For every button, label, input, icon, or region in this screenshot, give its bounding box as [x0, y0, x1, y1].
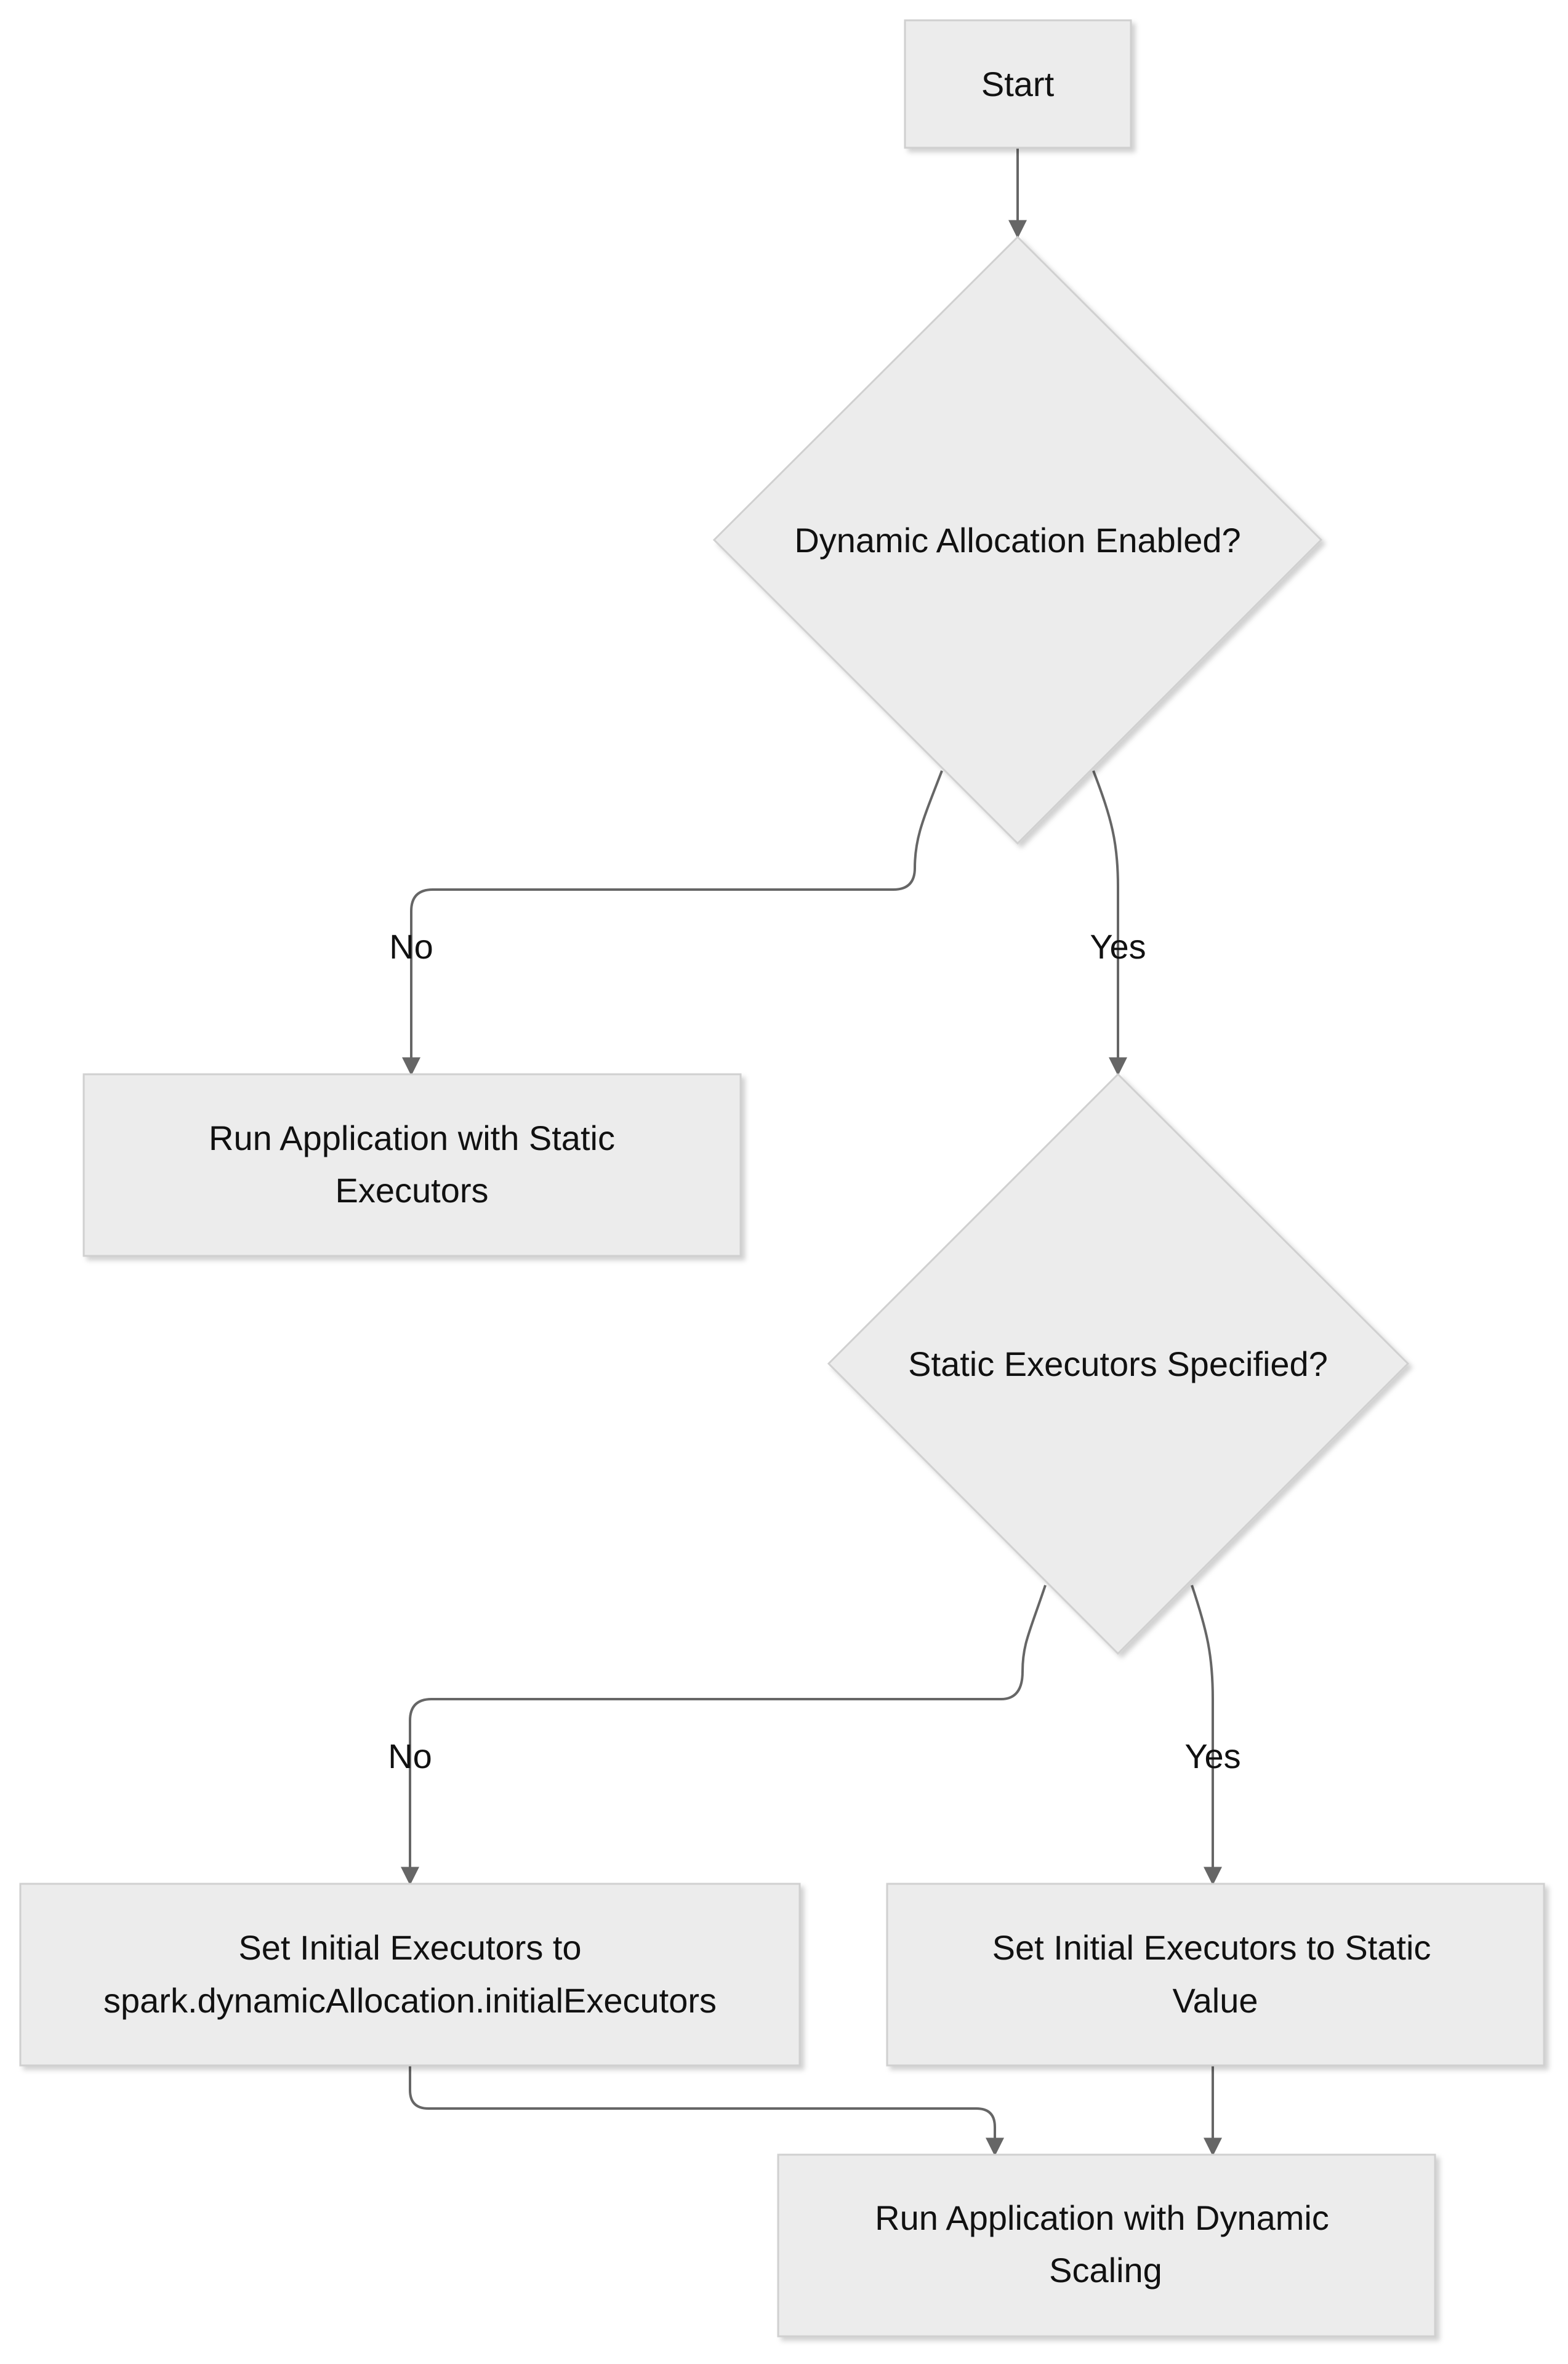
node-set-initial-static-box — [886, 1883, 1545, 2067]
node-dynamic-allocation-decision: Dynamic Allocation Enabled? — [712, 235, 1323, 845]
edge-dynamic-yes — [1092, 770, 1127, 1076]
edge-config-to-run-dynamic — [409, 2065, 1004, 2157]
node-dynamic-allocation-diamond — [712, 235, 1323, 845]
node-run-static-label-line2: Executors — [336, 1171, 489, 1210]
edge-label-static-yes: Yes — [1184, 1737, 1240, 1775]
node-start: Start — [904, 19, 1132, 149]
node-static-executors-label: Static Executors Specified? — [908, 1345, 1328, 1383]
node-run-static: Run Application with Static Executors — [82, 1073, 742, 1257]
edges — [401, 148, 1222, 2157]
node-static-executors-diamond — [827, 1072, 1410, 1655]
node-set-initial-config: Set Initial Executors to spark.dynamicAl… — [19, 1883, 801, 2067]
node-run-static-box — [82, 1073, 742, 1257]
node-start-box — [904, 19, 1132, 149]
node-run-dynamic: Run Application with Dynamic Scaling — [777, 2153, 1436, 2338]
node-set-initial-config-label-line1: Set Initial Executors to — [238, 1928, 581, 1967]
edge-label-dynamic-yes: Yes — [1090, 927, 1146, 966]
node-set-initial-config-label-line2: spark.dynamicAllocation.initialExecutors — [103, 1981, 717, 2020]
node-set-initial-config-box — [19, 1883, 801, 2067]
node-static-executors-decision: Static Executors Specified? — [827, 1072, 1410, 1655]
edge-dynamic-no — [402, 770, 943, 1076]
node-start-label: Start — [981, 65, 1055, 103]
node-run-dynamic-label-line1: Run Application with Dynamic — [875, 2198, 1329, 2237]
edge-static-yes — [1191, 1585, 1222, 1886]
node-set-initial-static-label-line1: Set Initial Executors to Static — [992, 1928, 1431, 1967]
node-dynamic-allocation-label: Dynamic Allocation Enabled? — [794, 521, 1240, 560]
edge-static-no — [401, 1585, 1047, 1886]
edge-label-static-no: No — [388, 1737, 432, 1775]
node-run-dynamic-label-line2: Scaling — [1049, 2251, 1162, 2290]
node-run-dynamic-box — [777, 2153, 1436, 2338]
edge-label-dynamic-no: No — [389, 927, 433, 966]
node-set-initial-static-label-line2: Value — [1172, 1981, 1258, 2020]
node-set-initial-static: Set Initial Executors to Static Value — [886, 1883, 1545, 2067]
edge-labels: No Yes No Yes — [388, 927, 1240, 1775]
node-run-static-label-line1: Run Application with Static — [209, 1119, 615, 1157]
